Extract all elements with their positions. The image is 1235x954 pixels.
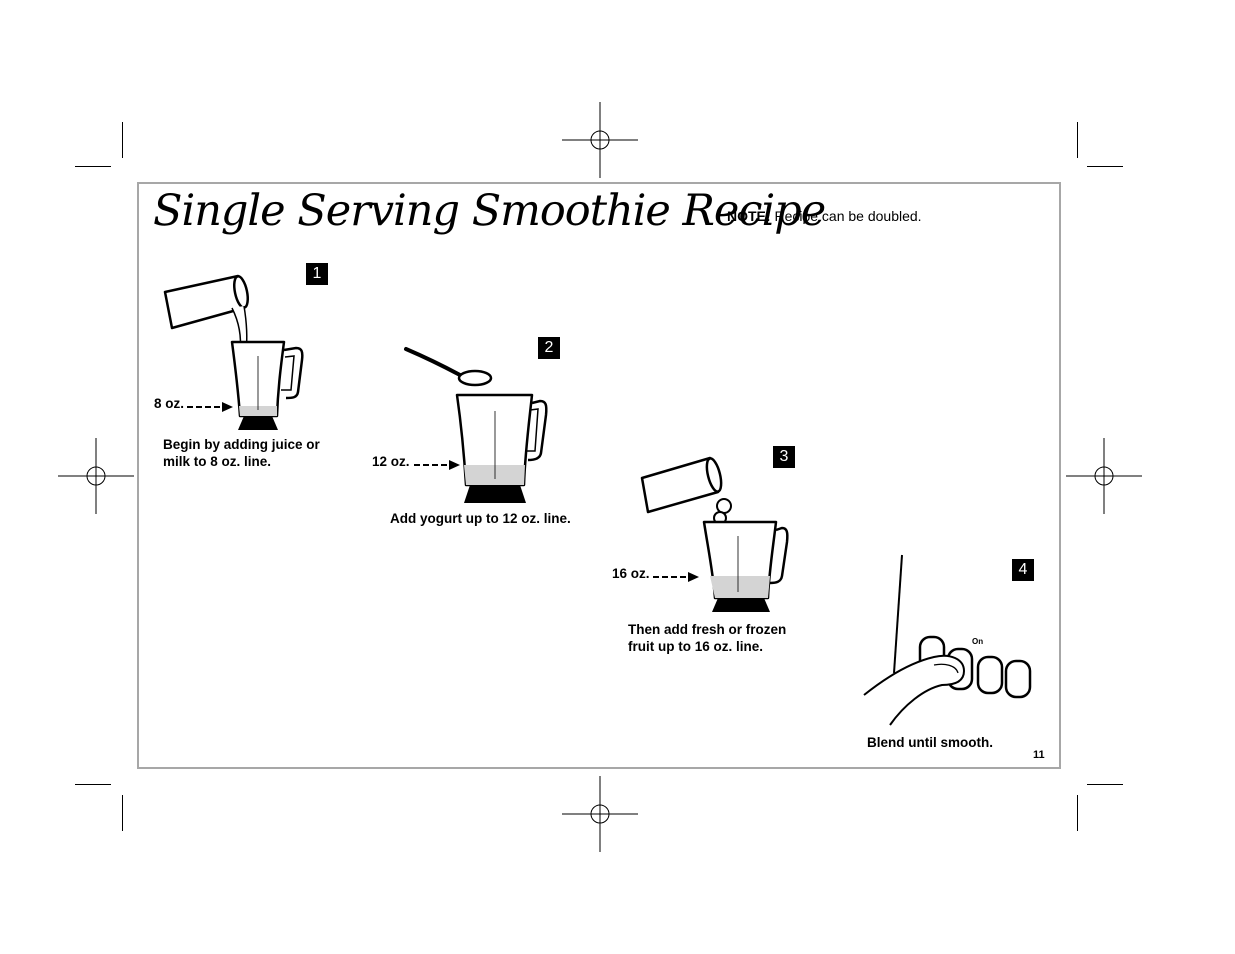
registration-mark-icon: [562, 776, 638, 852]
step-caption: Blend until smooth.: [867, 734, 993, 751]
arrow-right-icon: [653, 572, 699, 582]
registration-mark-icon: [1066, 438, 1142, 514]
step-number-badge: 4: [1012, 559, 1034, 581]
pouring-glass-blender-jar-icon: [163, 274, 304, 430]
page-frame: [137, 182, 1061, 769]
crop-mark: [1077, 795, 1078, 831]
recipe-note: NOTE: Recipe can be doubled.: [727, 208, 922, 224]
step-caption: Begin by adding juice or milk to 8 oz. l…: [163, 436, 320, 470]
crop-mark: [1087, 166, 1123, 167]
level-label: 8 oz.: [154, 396, 185, 411]
step-caption-line: milk to 8 oz. line.: [163, 454, 272, 469]
crop-mark: [75, 784, 111, 785]
registration-mark-icon: [58, 438, 134, 514]
step-number-badge: 1: [306, 263, 328, 285]
step-caption-line: Begin by adding juice or: [163, 437, 320, 452]
note-label: NOTE:: [727, 208, 771, 224]
spoon-blender-jar-icon: [404, 347, 548, 503]
level-label: 12 oz.: [372, 454, 410, 469]
note-text: Recipe can be doubled.: [770, 208, 922, 224]
step-caption-line: Then add fresh or frozen: [628, 622, 787, 637]
arrow-right-icon: [187, 402, 233, 412]
step-number-badge: 3: [773, 446, 795, 468]
level-label: 16 oz.: [612, 566, 650, 581]
page-title: Single Serving Smoothie Recipe: [153, 186, 826, 236]
step-caption: Add yogurt up to 12 oz. line.: [390, 510, 571, 527]
crop-mark: [75, 166, 111, 167]
hand-pressing-blender-button-icon: [863, 554, 1032, 726]
pouring-fruit-blender-jar-icon: [640, 456, 789, 612]
step-number-badge: 2: [538, 337, 560, 359]
crop-mark: [122, 122, 123, 158]
crop-mark: [1087, 784, 1123, 785]
step-caption-line: Blend until smooth.: [867, 735, 993, 750]
registration-mark-icon: [562, 102, 638, 178]
crop-mark: [1077, 122, 1078, 158]
step-caption: Then add fresh or frozen fruit up to 16 …: [628, 621, 786, 655]
step-caption-line: fruit up to 16 oz. line.: [628, 639, 763, 654]
crop-mark: [122, 795, 123, 831]
page-number: 11: [1033, 749, 1045, 761]
on-button-label: On: [972, 637, 984, 646]
arrow-right-icon: [414, 460, 460, 470]
step-caption-line: Add yogurt up to 12 oz. line.: [390, 511, 571, 526]
